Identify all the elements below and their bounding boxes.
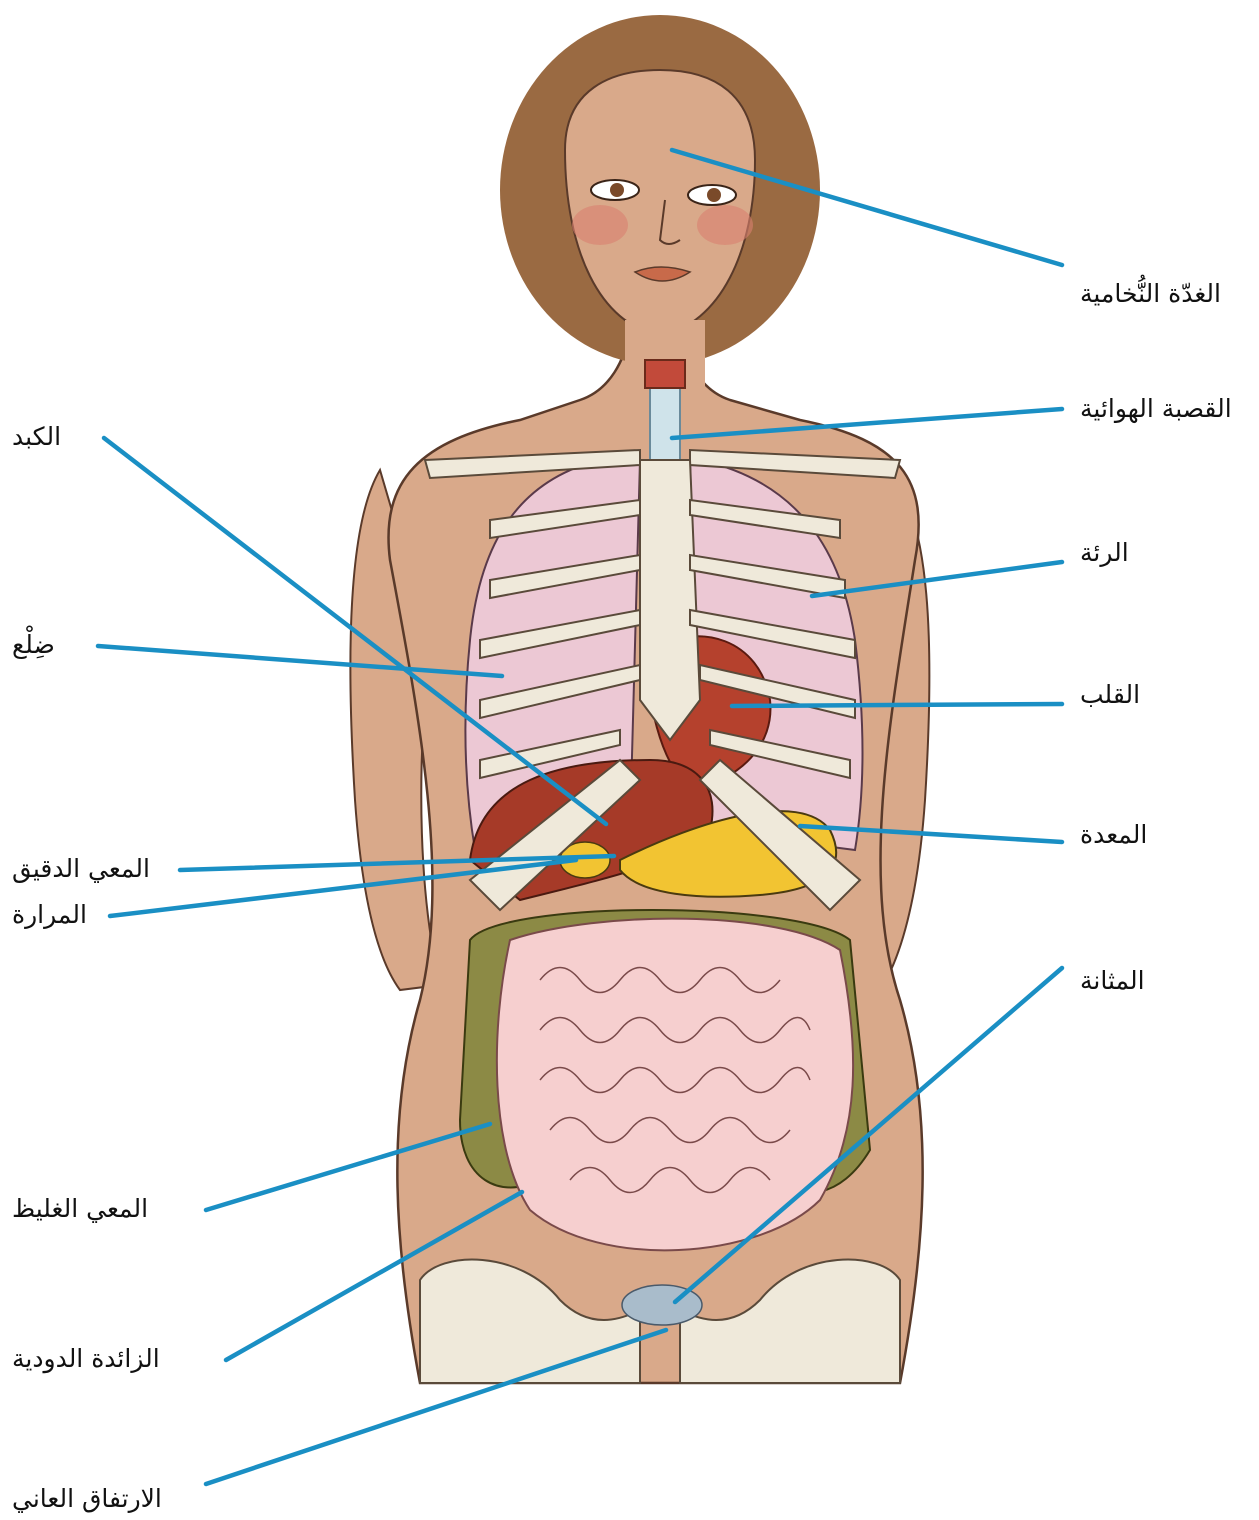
label-pubic-symphysis: الارتفاق العاني [12, 1486, 162, 1511]
cheek-right [697, 205, 753, 245]
head [500, 15, 820, 400]
label-heart: القلب [1080, 682, 1140, 707]
trachea [645, 360, 685, 460]
label-trachea: القصبة الهوائية [1080, 396, 1232, 421]
label-stomach: المعدة [1080, 822, 1147, 847]
cheek-left [572, 205, 628, 245]
label-small-intestine: المعي الدقيق [12, 856, 150, 881]
eye-left [591, 180, 639, 200]
label-pituitary: الغدّة النُّخامية [1080, 281, 1221, 306]
leader-heart [732, 704, 1062, 706]
label-liver: الكبد [12, 424, 61, 449]
label-rib: ضِلْع [12, 632, 55, 657]
eye-right [688, 185, 736, 205]
label-bladder: المثانة [1080, 968, 1145, 993]
label-appendix: الزائدة الدودية [12, 1346, 160, 1371]
label-large-intestine: المعي الغليظ [12, 1196, 148, 1221]
small-intestine [497, 919, 853, 1251]
label-gallbladder: المرارة [12, 902, 87, 927]
label-lung: الرئة [1080, 540, 1129, 565]
